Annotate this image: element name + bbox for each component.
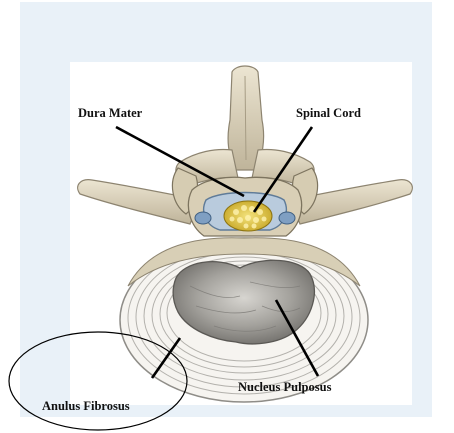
label-dura-mater: Dura Mater bbox=[78, 106, 142, 121]
nerve-root-right bbox=[279, 212, 295, 224]
nerve-root-left bbox=[195, 212, 211, 224]
label-spinal-cord: Spinal Cord bbox=[296, 106, 361, 121]
label-anulus-fibrosus: Anulus Fibrosus bbox=[42, 399, 130, 414]
label-nucleus-pulposus: Nucleus Pulposus bbox=[238, 380, 331, 395]
